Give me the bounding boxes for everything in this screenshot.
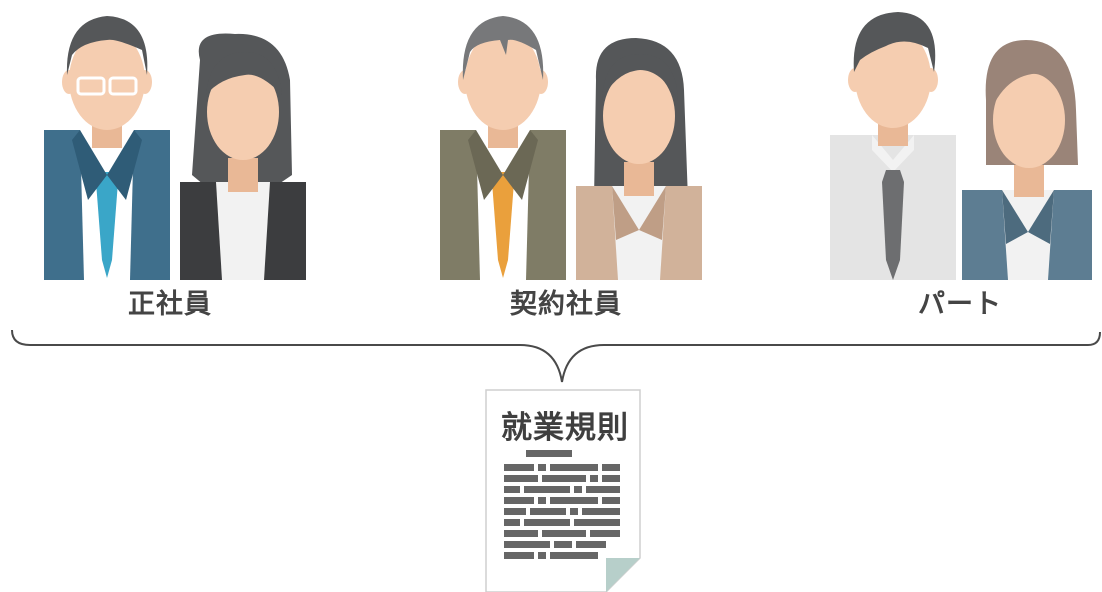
man-with-glasses bbox=[44, 16, 170, 280]
rulebook-document: 就業規則 bbox=[480, 386, 650, 592]
curly-brace bbox=[11, 329, 1101, 383]
group-regular-employees: 正社員 bbox=[20, 0, 320, 330]
group-part-time-employees: パート bbox=[810, 0, 1102, 330]
woman-long-hair bbox=[576, 38, 702, 280]
group-label: 正社員 bbox=[128, 289, 212, 320]
rulebook-document-icon bbox=[485, 389, 641, 592]
document-title: 就業規則 bbox=[501, 410, 629, 446]
group-label: 契約社員 bbox=[510, 289, 622, 320]
man-grey-hair bbox=[440, 16, 566, 280]
contract-employees-icon bbox=[440, 16, 702, 280]
group-label: パート bbox=[918, 289, 1002, 320]
woman-brown-hair bbox=[962, 40, 1092, 280]
group-contract-employees: 契約社員 bbox=[416, 0, 716, 330]
woman-dark-hair bbox=[180, 33, 306, 280]
man-grey-shirt bbox=[830, 12, 956, 280]
document-text-lines bbox=[504, 450, 620, 559]
part-time-employees-icon bbox=[830, 12, 1092, 280]
regular-employees-icon bbox=[44, 16, 306, 280]
